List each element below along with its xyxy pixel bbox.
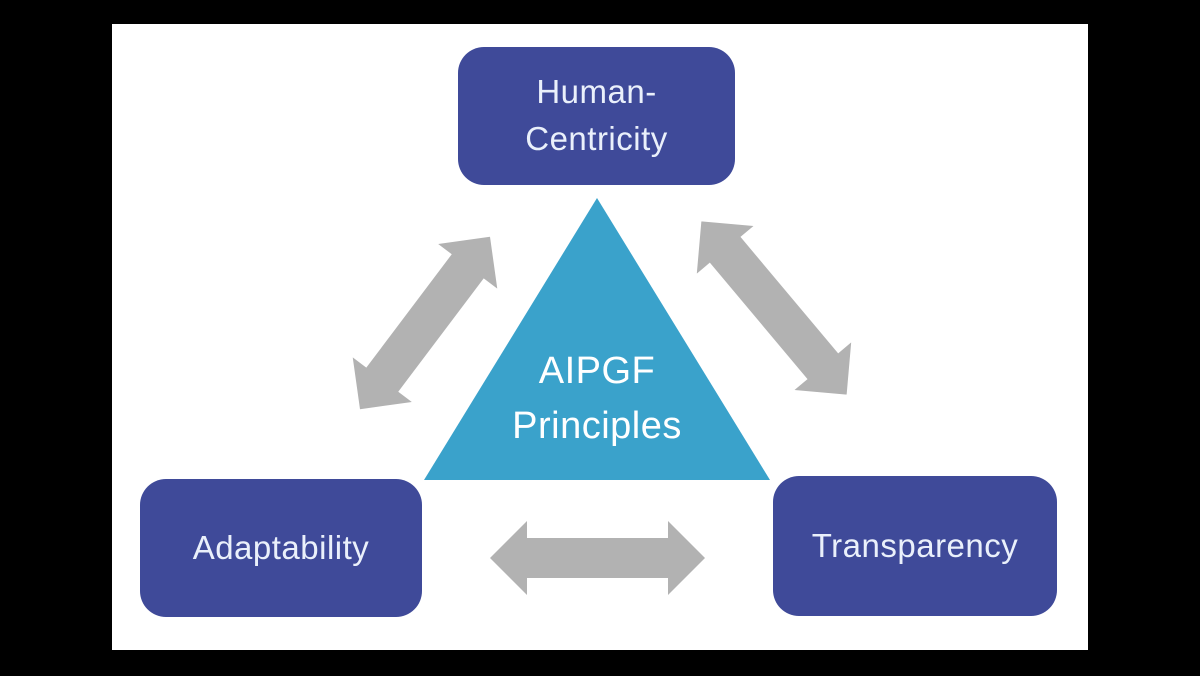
bidirectional-arrow-left-icon [352, 236, 498, 410]
arrow-shape [490, 521, 705, 595]
arrow-shape [352, 236, 498, 410]
node-transparency: Transparency [773, 476, 1057, 616]
bidirectional-arrow-right-icon [696, 221, 852, 395]
bidirectional-arrow-bottom-icon [490, 521, 705, 595]
node-transparency-label: Transparency [811, 526, 1019, 564]
node-human-centricity: Human- Centricity [458, 47, 735, 185]
arrow-shape [696, 221, 852, 395]
node-human-centricity-label: Human- Centricity [525, 73, 668, 157]
node-adaptability-label: Adaptability [192, 528, 370, 566]
node-adaptability: Adaptability [140, 479, 422, 617]
